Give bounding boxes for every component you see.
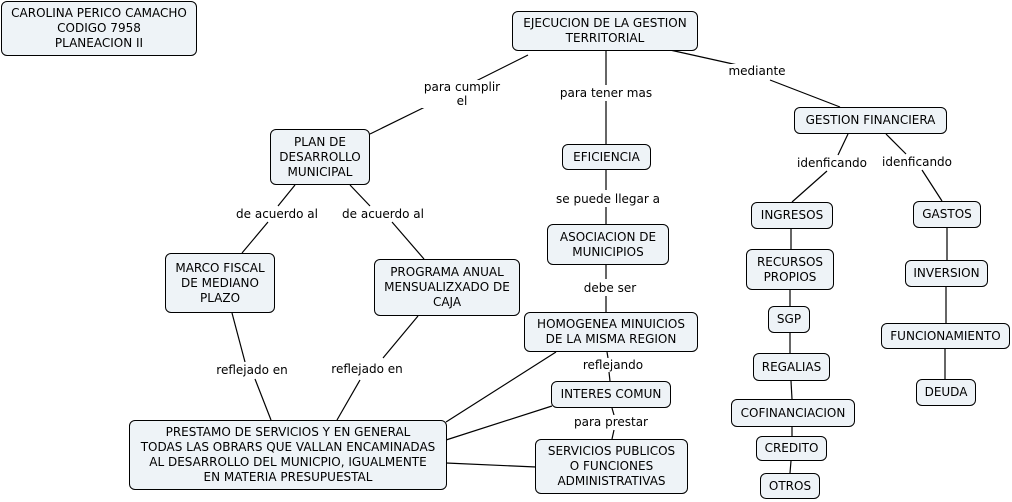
root-node: EJECUCION DE LA GESTION TERRITORIAL [512,11,698,51]
edge-label-idenf2-gastos [921,169,943,202]
edge-servicios-prestamo [445,462,537,468]
homogenea-node: HOMOGENEA MINUICIOS DE LA MISMA REGION [524,312,698,352]
edge-programa-label-reflejado2 [382,315,419,359]
asociacion-node: ASOCIACION DE MUNICIPIOS [547,224,669,265]
author-box: CAROLINA PERICO CAMACHO CODIGO 7958 PLAN… [1,1,197,56]
label-para-tener: para tener mas [557,86,655,100]
edge-marco-label-reflejado1 [231,312,246,363]
edge-label-reflejado1-prestamo [254,378,272,421]
label-idenficando-2: idenficando [879,155,955,169]
label-para-prestar: para prestar [572,415,650,429]
otros-node: OTROS [760,473,820,499]
label-idenficando-1: idenficando [794,156,870,170]
recursos-propios-node: RECURSOS PROPIOS [746,249,834,290]
label-debe-ser: debe ser [581,281,639,295]
edge-label-acuerdo2-programa [391,221,425,260]
edge-label-prestar-servicios [611,429,615,440]
edge-plan-label-acuerdo1 [277,184,296,207]
label-mediante: mediante [726,64,788,78]
edge-root-label-mediante [669,49,743,67]
edge-label-cumplir-plan [369,106,426,135]
edge-label-mediante-gestion [769,79,841,108]
edge-root-label-cumplir [469,54,529,85]
credito-node: CREDITO [756,436,827,461]
label-reflejado-1: reflejado en [214,363,290,377]
prestamo-node: PRESTAMO DE SERVICIOS Y EN GENERAL TODAS… [129,420,447,490]
edge-gestion-label-idenf2 [885,133,907,155]
gastos-node: GASTOS [913,201,981,228]
regalias-node: REGALIAS [753,353,830,381]
gestion-financiera-node: GESTION FINANCIERA [794,107,947,134]
marco-fiscal-node: MARCO FISCAL DE MEDIANO PLAZO [165,253,275,313]
label-de-acuerdo-2: de acuerdo al [340,207,426,221]
edge-label-idenf1-ingresos [791,170,828,203]
edge-gestion-label-idenf1 [837,133,849,156]
inversion-node: INVERSION [905,260,988,287]
label-reflejado-2: reflejado en [329,362,405,376]
edge-label-reflejado2-prestamo [336,379,361,421]
eficiencia-node: EFICIENCIA [562,144,651,170]
programa-anual-node: PROGRAMA ANUAL MENSUALIZXADO DE CAJA [374,259,520,316]
edge-label-reflejando-interes [608,371,611,382]
edge-homogenea-prestamo [445,351,557,423]
cofinanciacion-node: COFINANCIACION [731,399,855,427]
edge-credito-otros [789,460,792,474]
label-reflejando: reflejando [580,358,646,372]
plan-node: PLAN DE DESARROLLO MUNICIPAL [270,129,370,185]
sgp-node: SGP [768,306,810,333]
edge-plan-label-acuerdo2 [349,184,371,207]
edge-label-acuerdo1-marco [241,221,269,254]
edge-interes-label-prestar [611,407,615,416]
label-de-acuerdo-1: de acuerdo al [234,207,320,221]
edge-regalias-cofinanciacion [790,380,793,400]
edge-interes-prestamo [445,405,553,441]
servicios-publicos-node: SERVICIOS PUBLICOS O FUNCIONES ADMINISTR… [535,439,688,494]
interes-comun-node: INTERES COMUN [551,381,671,408]
label-se-puede: se puede llegar a [554,192,662,206]
deuda-node: DEUDA [916,379,976,406]
label-para-cumplir: para cumplir el [421,80,503,108]
ingresos-node: INGRESOS [751,202,833,229]
funcionamiento-node: FUNCIONAMIENTO [881,323,1010,349]
edge-homogenea-label-reflejando [606,351,609,359]
